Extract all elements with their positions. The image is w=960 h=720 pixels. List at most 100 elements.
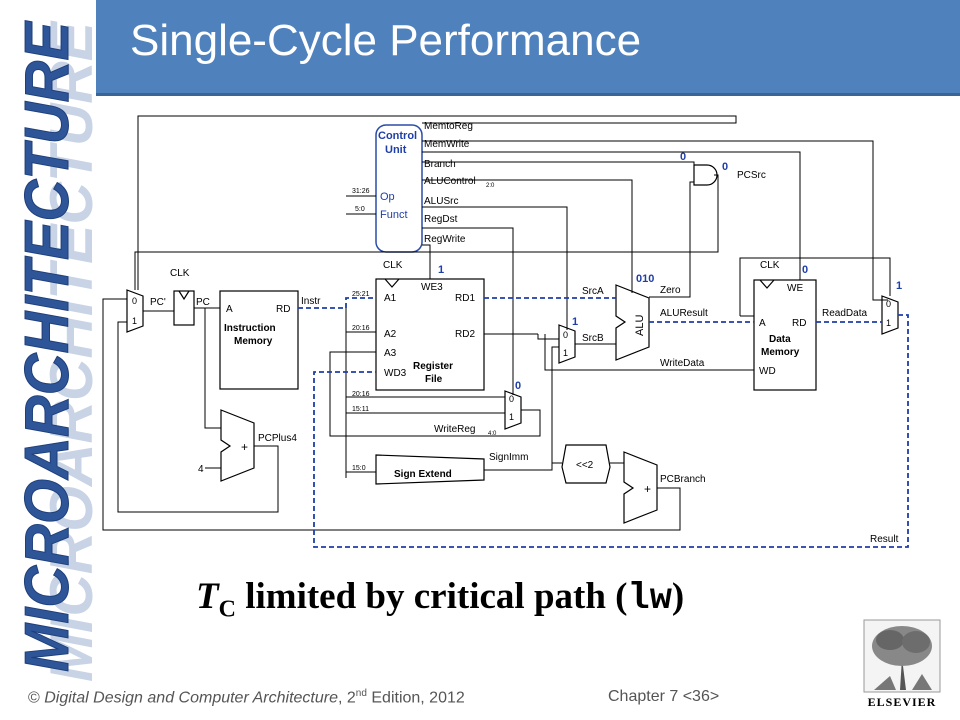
sidebar-text: MICROARCHITECTURE	[13, 20, 82, 672]
bits-25-21: 25:21	[352, 291, 370, 298]
control-op-label: Op	[380, 191, 395, 203]
zero-label: Zero	[660, 285, 681, 296]
srcb-mux	[558, 324, 576, 364]
clk-regfile: CLK	[383, 260, 403, 271]
branch-value: 0	[680, 151, 686, 163]
memwrite-label: MemWrite	[424, 139, 470, 150]
pcsrc-label: PCSrc	[737, 170, 766, 181]
srcb-mux-in1: 1	[563, 348, 568, 358]
plus2-label: +	[644, 482, 651, 496]
footer-sup: nd	[355, 688, 367, 699]
memtoreg-label: MemtoReg	[424, 121, 473, 132]
regfile-name2: File	[425, 374, 443, 385]
control-unit-title2: Unit	[385, 144, 407, 156]
regfile-rd2: RD2	[455, 329, 475, 340]
alusrc-value: 1	[572, 316, 578, 328]
bits-20-16-a: 20:16	[352, 325, 370, 332]
memtoreg-value: 1	[896, 280, 902, 292]
instr-label: Instr	[301, 296, 321, 307]
regfile-rd1: RD1	[455, 293, 475, 304]
dmem-we: WE	[787, 283, 803, 294]
footer-book-title: Digital Design and Computer Architecture	[44, 689, 338, 707]
srcb-mux-in0: 0	[563, 330, 568, 340]
title-bar: Single-Cycle Performance	[96, 0, 960, 96]
caption-text: limited by critical path (	[235, 576, 628, 617]
regwrite-label: RegWrite	[424, 234, 466, 245]
control-unit-title1: Control	[378, 130, 417, 142]
four-constant: 4	[198, 464, 204, 475]
branch-label: Branch	[424, 159, 456, 170]
pcbranch-label: PCBranch	[660, 474, 706, 485]
shift-left-2	[561, 444, 611, 484]
pc-mux	[126, 289, 144, 333]
regfile-name1: Register	[413, 361, 453, 372]
alucontrol-value: 010	[636, 273, 654, 285]
clk-pc: CLK	[170, 268, 190, 279]
srcb-label: SrcB	[582, 333, 604, 344]
pc-mux-in1: 1	[132, 316, 137, 326]
imem-a: A	[226, 304, 233, 315]
result-mux-in1: 1	[886, 318, 891, 328]
regdst-label: RegDst	[424, 214, 458, 225]
alusrc-label: ALUSrc	[424, 196, 458, 207]
slide-title: Single-Cycle Performance	[130, 16, 642, 65]
pc-label: PC	[196, 297, 210, 308]
shift-label: <<2	[576, 460, 594, 471]
bits-20-16-b: 20:16	[352, 391, 370, 398]
alucontrol-sub: 2:0	[486, 183, 495, 189]
readdata-label: ReadData	[822, 308, 867, 319]
regfile-we3: WE3	[421, 282, 443, 293]
dmem-rd: RD	[792, 318, 806, 329]
sign-extend-unit	[375, 454, 485, 485]
control-funct-label: Funct	[380, 209, 408, 221]
footer-edition: Edition, 2012	[366, 689, 465, 707]
caption-end: )	[671, 576, 685, 617]
instruction-memory	[219, 290, 299, 390]
footer-copyright-symbol: ©	[28, 689, 45, 707]
plus1-label: +	[241, 440, 248, 454]
sidebar-text-shadow: MICROARCHITECTURE	[38, 20, 96, 682]
pcprime-label: PC'	[150, 297, 166, 308]
alucontrol-label: ALUControl	[424, 176, 476, 187]
bits-31-26: 31:26	[352, 188, 370, 195]
memwrite-value: 0	[802, 264, 808, 276]
regfile-a2: A2	[384, 329, 397, 340]
bits-15-11: 15:11	[352, 406, 369, 413]
footer-comma: , 2	[338, 689, 356, 707]
pcplus4-label: PCPlus4	[258, 433, 297, 444]
critical-path-caption: TC limited by critical path (lw)	[196, 575, 684, 623]
bits-5-0: 5:0	[355, 206, 365, 213]
regdst-mux-in1: 1	[509, 412, 514, 422]
alu-label: ALU	[634, 315, 646, 336]
dmem-name2: Memory	[761, 347, 800, 358]
pc-mux-in0: 0	[132, 296, 137, 306]
elsevier-logo: ELSEVIER	[860, 618, 944, 710]
branch-and-gate	[693, 164, 718, 186]
result-mux-in0: 0	[886, 299, 891, 309]
dmem-name1: Data	[769, 334, 791, 345]
elsevier-tree-icon	[863, 619, 941, 693]
footer-copyright: © Digital Design and Computer Architectu…	[28, 688, 465, 707]
imem-name1: Instruction	[224, 323, 276, 334]
imem-name2: Memory	[234, 336, 273, 347]
data-memory	[753, 279, 817, 391]
caption-code: lw	[627, 578, 672, 620]
regdst-mux-in0: 0	[509, 394, 514, 404]
bits-15-0: 15:0	[352, 465, 366, 472]
writereg-label: WriteReg	[434, 424, 476, 435]
result-label: Result	[870, 534, 899, 545]
sign-extend-label: Sign Extend	[394, 469, 452, 480]
aluresult-label: ALUResult	[660, 308, 708, 319]
sidebar-banner: MICROARCHITECTURE MICROARCHITECTURE	[13, 20, 97, 682]
regfile-wd3: WD3	[384, 368, 407, 379]
caption-t: T	[196, 576, 219, 617]
regwrite-value: 1	[438, 264, 444, 276]
dmem-a: A	[759, 318, 766, 329]
dmem-wd: WD	[759, 366, 776, 377]
regfile-a1: A1	[384, 293, 397, 304]
writedata-label: WriteData	[660, 358, 705, 369]
regfile-a3: A3	[384, 348, 397, 359]
footer-chapter: Chapter 7 <36>	[608, 688, 720, 705]
pcbranch-adder	[623, 451, 658, 524]
